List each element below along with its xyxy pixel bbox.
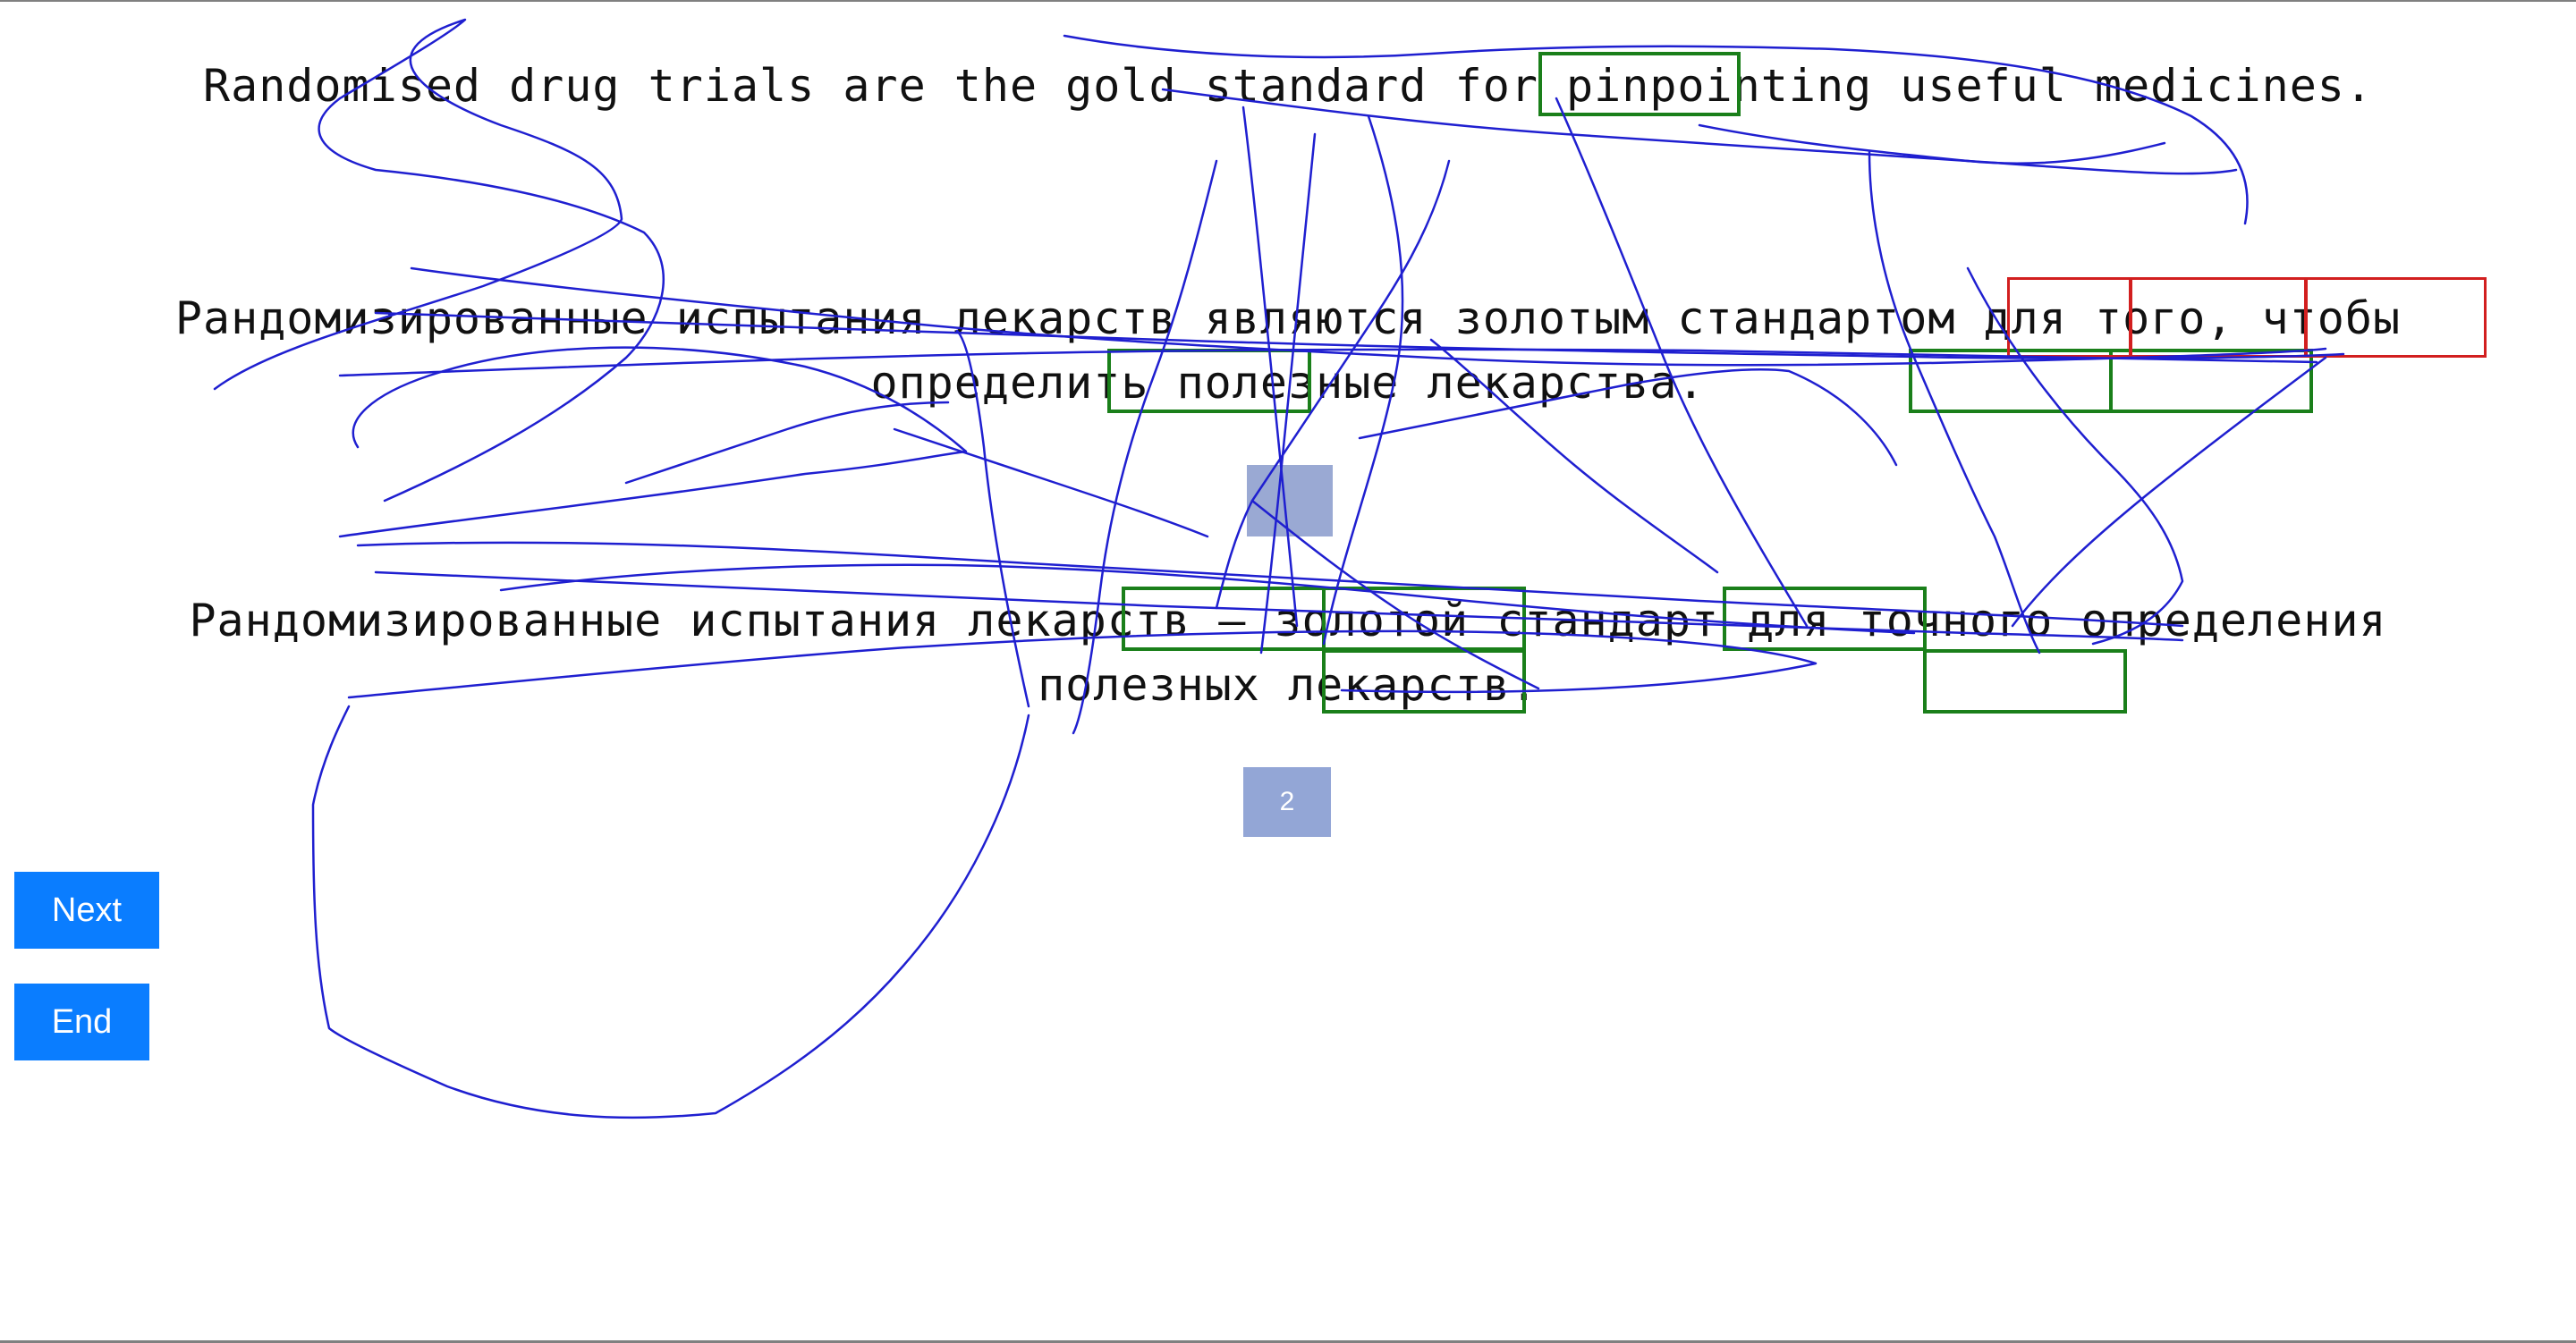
end-button[interactable]: End — [14, 984, 149, 1060]
top-border — [0, 0, 2576, 2]
drag-handle[interactable] — [1247, 465, 1333, 536]
source-highlight-box[interactable] — [1538, 52, 1741, 116]
bottom-border — [0, 1340, 2576, 1343]
mt-highlight-box[interactable] — [2109, 349, 2313, 413]
next-button[interactable]: Next — [14, 872, 159, 949]
pe-highlight-box[interactable] — [1322, 649, 1526, 714]
pe-highlight-box[interactable] — [1723, 587, 1927, 651]
scribble-stroke — [893, 427, 1209, 538]
scribble-stroke — [1698, 123, 2166, 165]
mt-error-box[interactable] — [2304, 277, 2487, 358]
source-sentence: Randomised drug trials are the gold stan… — [203, 60, 2373, 112]
mt-error-box[interactable] — [2007, 277, 2132, 358]
pe-highlight-box[interactable] — [1923, 649, 2127, 714]
pe-highlight-box[interactable] — [1322, 587, 1526, 651]
mt-error-box[interactable] — [2129, 277, 2308, 358]
page-indicator: 2 — [1243, 767, 1331, 837]
mt-highlight-box[interactable] — [1107, 349, 1311, 413]
scribble-stroke — [311, 705, 1030, 1119]
pe-highlight-box[interactable] — [1122, 587, 1326, 651]
mt-highlight-box[interactable] — [1909, 349, 2113, 413]
